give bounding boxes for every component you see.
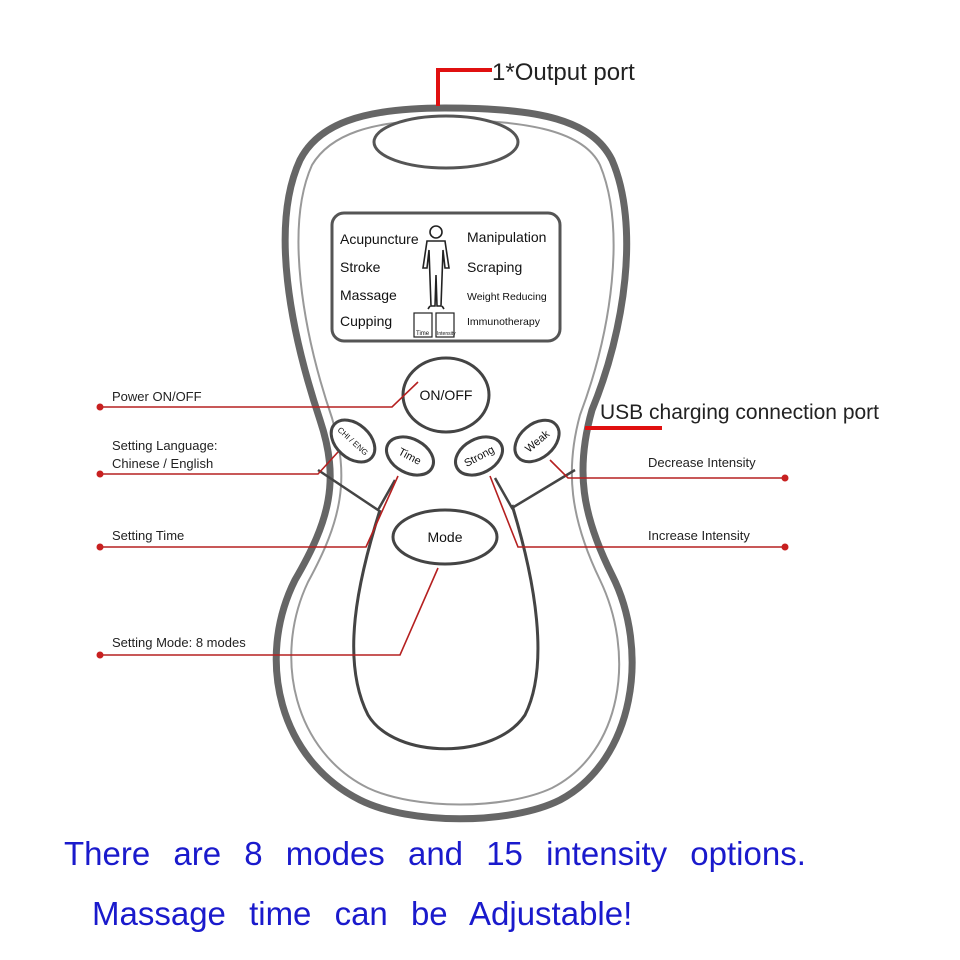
output-port-callout: 1*Output port	[436, 59, 635, 106]
button-mode[interactable]: Mode	[391, 508, 499, 566]
decrease-callout-label: Decrease Intensity	[648, 455, 756, 470]
mode-callout-label: Setting Mode: 8 modes	[112, 635, 246, 650]
intensity-display-box	[435, 312, 455, 338]
output-port-oval	[372, 114, 520, 170]
power-button-label: ON/OFF	[420, 387, 473, 403]
screen-mode-massage: Massage	[340, 287, 397, 303]
language-callout-label-1: Setting Language:	[112, 438, 218, 453]
usb-port-callout: USB charging connection port	[585, 401, 879, 430]
usb-port-label: USB charging connection port	[600, 401, 879, 424]
button-language[interactable]: CHI / ENG	[323, 412, 383, 471]
human-figure-icon	[422, 225, 450, 310]
screen-mode-manipulation: Manipulation	[467, 229, 546, 245]
button-weak[interactable]: Weak	[507, 412, 567, 470]
callouts-right	[489, 459, 785, 548]
intensity-box-label: Intensity	[437, 331, 456, 337]
mode-button-label: Mode	[427, 529, 462, 545]
callout-dot	[96, 651, 104, 659]
time-callout-label: Setting Time	[112, 528, 184, 543]
button-power[interactable]: ON/OFF	[401, 356, 491, 434]
screen-content: Acupuncture Stroke Massage Cupping Manip…	[340, 225, 547, 338]
callout-dot	[781, 474, 789, 482]
time-display-box	[413, 312, 433, 338]
callout-dot	[96, 470, 104, 478]
screen-mode-scraping: Scraping	[467, 259, 522, 275]
lcd-screen	[330, 211, 562, 343]
screen-mode-acupuncture: Acupuncture	[340, 231, 419, 247]
callouts-left	[100, 381, 439, 656]
screen-mode-immunotherapy: Immunotherapy	[467, 316, 541, 328]
caption-line-1: There are 8 modes and 15 intensity optio…	[64, 835, 806, 872]
power-callout-label: Power ON/OFF	[112, 389, 202, 404]
time-box-label: Time	[416, 331, 430, 337]
caption-line-2: Massage time can be Adjustable!	[92, 895, 633, 932]
language-callout-label-2: Chinese / English	[112, 456, 213, 471]
increase-callout-label: Increase Intensity	[648, 528, 750, 543]
screen-mode-stroke: Stroke	[340, 259, 381, 275]
callout-dots-left	[96, 403, 104, 659]
button-strong[interactable]: Strong	[449, 429, 509, 482]
screen-mode-weight-reducing: Weight Reducing	[467, 291, 547, 303]
lower-pad-outline	[352, 504, 540, 751]
callout-dot	[96, 403, 104, 411]
screen-mode-cupping: Cupping	[340, 313, 392, 329]
button-time[interactable]: Time	[380, 429, 440, 482]
output-port-label: 1*Output port	[492, 59, 635, 86]
callout-dot	[96, 543, 104, 551]
callout-dot	[781, 543, 789, 551]
callout-dots-right	[781, 474, 789, 551]
